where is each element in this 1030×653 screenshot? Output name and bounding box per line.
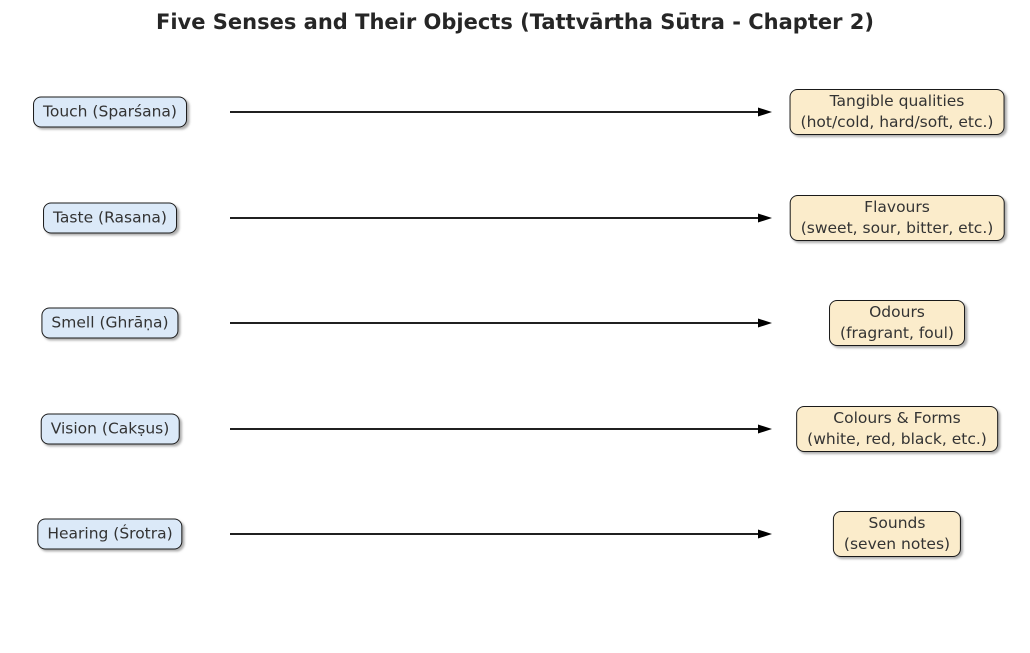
object-line1: Sounds [868, 514, 926, 532]
object-line2: (fragrant, foul) [840, 324, 954, 342]
object-box-odours: Odours (fragrant, foul) [829, 300, 965, 346]
sense-box-hearing: Hearing (Śrotra) [37, 518, 183, 550]
arrow-connector-icon [230, 318, 772, 328]
object-box-colours-forms: Colours & Forms (white, red, black, etc.… [796, 406, 998, 452]
object-line1: Tangible qualities [829, 92, 965, 110]
object-box-flavours: Flavours (sweet, sour, bitter, etc.) [789, 195, 1005, 241]
object-line1: Flavours [864, 198, 930, 216]
object-line2: (seven notes) [843, 535, 951, 553]
object-line2: (sweet, sour, bitter, etc.) [800, 219, 994, 237]
arrow-connector-icon [230, 213, 772, 223]
object-line1: Colours & Forms [833, 409, 961, 427]
diagram-title: Five Senses and Their Objects (Tattvārth… [156, 10, 874, 34]
sense-box-vision: Vision (Cakṣus) [40, 413, 180, 445]
sense-box-taste: Taste (Rasana) [43, 202, 177, 234]
object-line2: (white, red, black, etc.) [807, 430, 987, 448]
object-line2: (hot/cold, hard/soft, etc.) [800, 113, 994, 131]
arrow-connector-icon [230, 424, 772, 434]
object-box-sounds: Sounds (seven notes) [832, 511, 962, 557]
arrow-connector-icon [230, 107, 772, 117]
sense-box-touch: Touch (Sparśana) [33, 96, 187, 128]
object-box-tangible-qualities: Tangible qualities (hot/cold, hard/soft,… [789, 89, 1005, 135]
arrow-connector-icon [230, 529, 772, 539]
sense-box-smell: Smell (Ghrāṇa) [41, 307, 179, 339]
object-line1: Odours [869, 303, 925, 321]
